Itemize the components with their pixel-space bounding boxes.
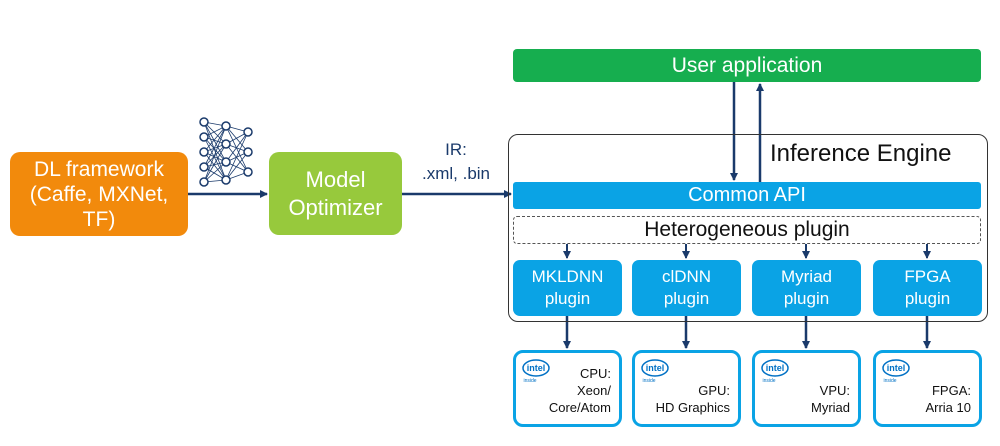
network-node bbox=[199, 132, 209, 142]
plugin-mkldnn: MKLDNN plugin bbox=[513, 260, 622, 316]
hardware-label: VPU: Myriad bbox=[811, 382, 850, 416]
network-node bbox=[199, 117, 209, 127]
dl-framework-line: TF) bbox=[82, 207, 116, 231]
plugin-name: clDNN bbox=[661, 267, 712, 286]
ir-line: IR: bbox=[445, 140, 467, 159]
logo-tag: inside bbox=[883, 378, 896, 384]
network-node bbox=[243, 167, 253, 177]
model-optimizer-box: Model Optimizer bbox=[269, 152, 402, 235]
common-api-label: Common API bbox=[688, 184, 806, 206]
network-edge bbox=[203, 136, 227, 163]
heterogeneous-plugin-box: Heterogeneous plugin bbox=[513, 216, 981, 244]
network-node bbox=[199, 147, 209, 157]
ir-line: .xml, .bin bbox=[421, 164, 491, 183]
intel-inside-logo: intel inside bbox=[641, 359, 669, 384]
dl-framework-line: DL framework bbox=[34, 157, 164, 181]
network-edge bbox=[203, 125, 227, 183]
network-edge bbox=[203, 151, 227, 181]
plugin-myriad: Myriad plugin bbox=[752, 260, 861, 316]
network-edge bbox=[203, 125, 227, 153]
logo-tag: inside bbox=[762, 378, 775, 384]
hardware-cpu: intel inside CPU: Xeon/ Core/Atom bbox=[513, 350, 622, 427]
plugin-suffix: plugin bbox=[904, 289, 951, 308]
hardware-line: Xeon/ bbox=[577, 383, 611, 398]
hardware-fpga: intel inside FPGA: Arria 10 bbox=[873, 350, 982, 427]
network-edge bbox=[203, 143, 227, 168]
model-optimizer-line: Optimizer bbox=[288, 194, 383, 220]
hardware-line: GPU: bbox=[698, 383, 730, 398]
network-node bbox=[199, 162, 209, 172]
hardware-line: FPGA: bbox=[931, 383, 971, 398]
network-edge bbox=[203, 143, 227, 183]
hardware-vpu: intel inside VPU: Myriad bbox=[752, 350, 861, 427]
network-edge bbox=[225, 151, 249, 181]
user-application-label: User application bbox=[671, 53, 823, 77]
network-edge bbox=[203, 161, 227, 183]
inference-engine-title: Inference Engine bbox=[770, 140, 952, 167]
network-edge bbox=[203, 121, 227, 145]
logo-tag: inside bbox=[642, 378, 655, 384]
network-node bbox=[221, 121, 231, 131]
hardware-label: FPGA: Arria 10 bbox=[925, 382, 971, 416]
hardware-line: Arria 10 bbox=[925, 400, 971, 415]
plugin-suffix: plugin bbox=[663, 289, 710, 308]
hardware-gpu: intel inside GPU: HD Graphics bbox=[632, 350, 741, 427]
network-node bbox=[221, 139, 231, 149]
intel-inside-logo: intel inside bbox=[522, 359, 550, 384]
network-node bbox=[221, 157, 231, 167]
network-edge bbox=[225, 143, 249, 173]
plugin-name: Myriad bbox=[780, 267, 832, 286]
plugin-cldnn: clDNN plugin bbox=[632, 260, 741, 316]
network-edge bbox=[203, 121, 227, 163]
inference-engine-frame bbox=[508, 134, 988, 322]
neural-network-icon bbox=[199, 117, 253, 187]
hardware-line: VPU: bbox=[819, 383, 850, 398]
plugin-fpga: FPGA plugin bbox=[873, 260, 982, 316]
user-application-box: User application bbox=[513, 49, 981, 82]
network-edge bbox=[225, 131, 249, 163]
network-node bbox=[243, 147, 253, 157]
network-edge bbox=[203, 121, 227, 181]
network-edge bbox=[225, 125, 249, 173]
logo-brand: intel bbox=[527, 363, 546, 373]
hardware-label: GPU: HD Graphics bbox=[656, 382, 730, 416]
dl-framework-box: DL framework (Caffe, MXNet, TF) bbox=[10, 152, 188, 236]
hardware-line: Core/Atom bbox=[548, 400, 611, 415]
intel-inside-logo: intel inside bbox=[882, 359, 910, 384]
hardware-line: CPU: bbox=[579, 366, 611, 381]
logo-brand: intel bbox=[766, 363, 785, 373]
ir-label: IR: .xml, .bin bbox=[410, 138, 502, 186]
dl-framework-line: (Caffe, MXNet, bbox=[29, 182, 169, 206]
network-node bbox=[221, 175, 231, 185]
logo-brand: intel bbox=[887, 363, 906, 373]
logo-brand: intel bbox=[646, 363, 665, 373]
plugin-name: FPGA bbox=[904, 267, 951, 286]
network-node bbox=[199, 177, 209, 187]
hardware-label: CPU: Xeon/ Core/Atom bbox=[549, 365, 611, 416]
plugin-name: MKLDNN bbox=[531, 267, 604, 286]
plugin-suffix: plugin bbox=[783, 289, 830, 308]
plugin-suffix: plugin bbox=[544, 289, 591, 308]
network-edge bbox=[203, 125, 227, 168]
network-edge bbox=[225, 125, 249, 153]
network-edge bbox=[203, 136, 227, 181]
heterogeneous-plugin-label: Heterogeneous plugin bbox=[644, 218, 850, 241]
logo-tag: inside bbox=[523, 378, 536, 384]
hardware-line: HD Graphics bbox=[655, 400, 730, 415]
hardware-line: Myriad bbox=[810, 400, 850, 415]
network-edge bbox=[225, 131, 249, 181]
intel-inside-logo: intel inside bbox=[761, 359, 789, 384]
model-optimizer-line: Model bbox=[305, 166, 366, 192]
network-node bbox=[243, 127, 253, 137]
common-api-bar: Common API bbox=[513, 182, 981, 209]
